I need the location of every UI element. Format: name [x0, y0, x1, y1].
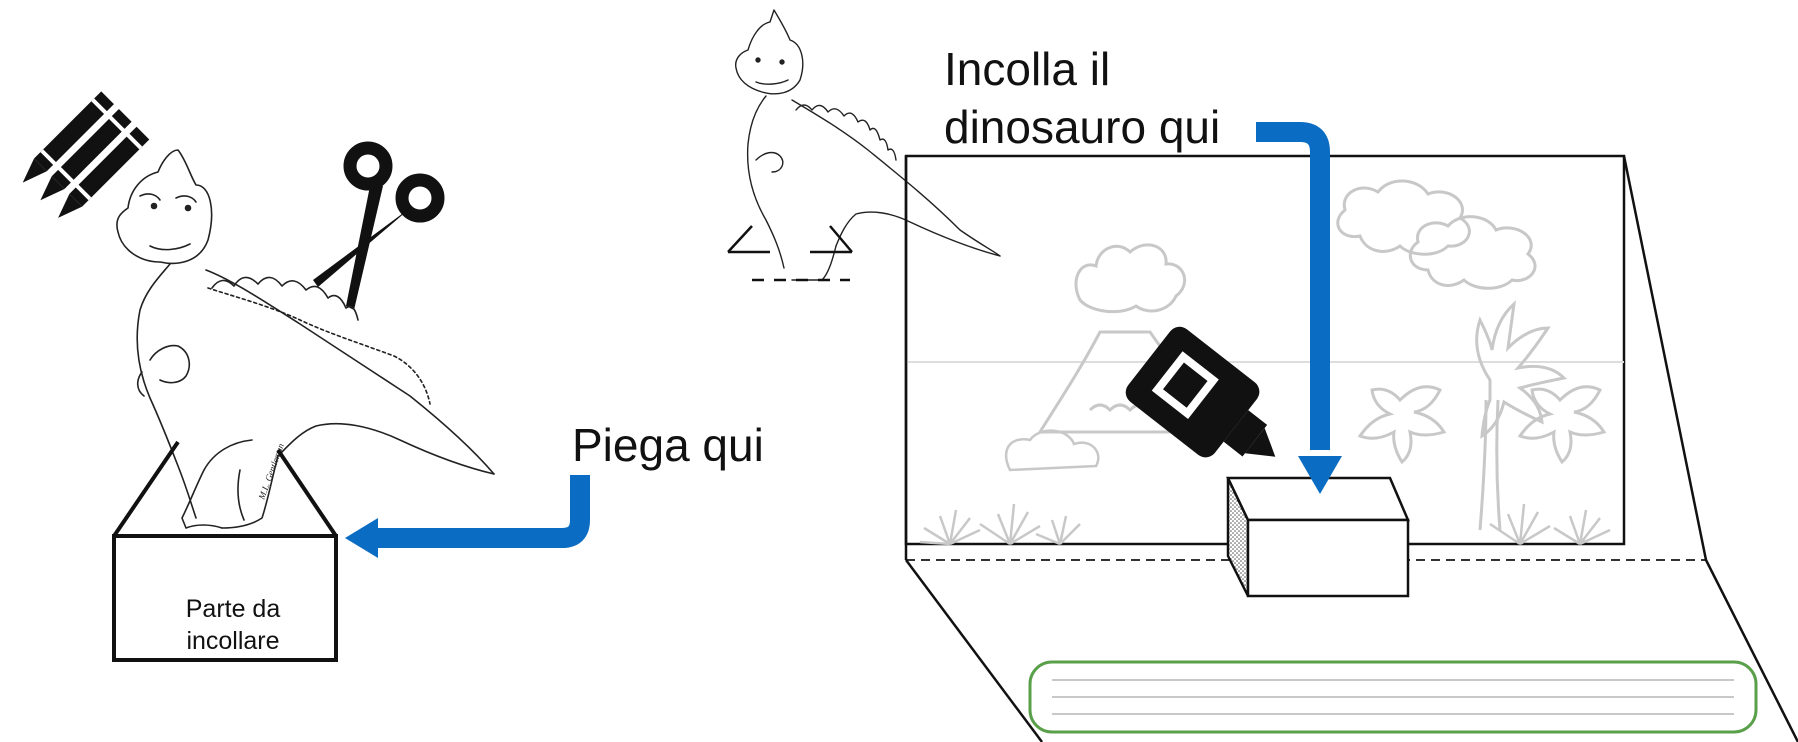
glue-bottle-icon	[1125, 326, 1276, 458]
floor-left-edge	[904, 559, 1044, 742]
pencils-icon	[22, 91, 150, 218]
paste-box-front	[1246, 518, 1410, 598]
paste-arrow	[1256, 122, 1330, 450]
cloud-illustration	[1336, 179, 1537, 290]
backdrop-right-edge	[1622, 155, 1708, 561]
fold-arrow-head	[345, 518, 378, 558]
writing-box	[1028, 660, 1758, 734]
paste-box	[1226, 476, 1410, 598]
glue-tab-box	[112, 534, 338, 662]
scissors-icon	[313, 141, 445, 310]
paste-arrow-head	[1298, 456, 1342, 494]
palm-tree-illustration	[1357, 300, 1607, 531]
glue-part-label: Parte da incollare	[185, 595, 281, 655]
small-fold-tab	[727, 225, 853, 282]
fold-here-label: Piega qui	[572, 419, 764, 471]
floor-right-edge	[1704, 559, 1798, 742]
fold-arrow	[370, 475, 590, 548]
svg-text:M.L. Gentleman: M.L. Gentleman	[256, 442, 286, 502]
paste-dinosaur-label: Incolla il dinosauro qui	[944, 43, 1221, 153]
fern-bush-illustration	[919, 429, 1611, 546]
tab-left-edge	[112, 440, 180, 538]
fold-tab	[112, 440, 338, 662]
tab-right-edge	[276, 448, 338, 538]
